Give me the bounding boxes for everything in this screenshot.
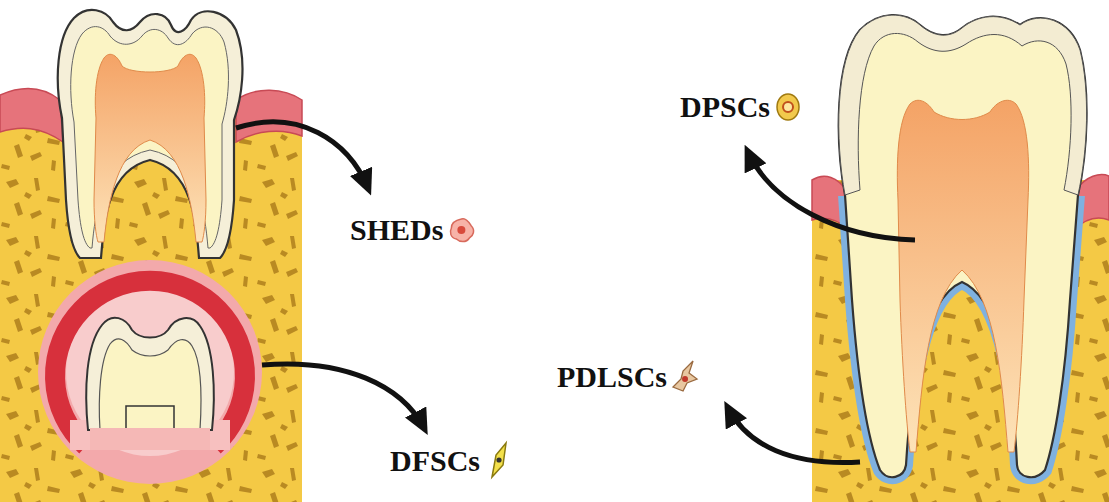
dental-pulp bbox=[897, 100, 1028, 452]
cell-label: DFSCs bbox=[390, 446, 480, 476]
left-jaw bbox=[0, 10, 302, 502]
right-jaw bbox=[812, 15, 1109, 502]
cell-label: PDLSCs bbox=[557, 362, 667, 392]
pdlsc-cell-icon bbox=[673, 361, 697, 391]
primary-pulp bbox=[94, 54, 206, 242]
cell-label: SHEDs bbox=[350, 215, 443, 245]
gum bbox=[236, 90, 302, 142]
primary-dentin bbox=[71, 27, 229, 248]
dental-follicle bbox=[38, 260, 262, 484]
dfsc-cell-icon bbox=[492, 443, 506, 477]
dpsc-cell-icon bbox=[777, 94, 799, 120]
shed-cell-icon bbox=[450, 219, 473, 242]
follicle-base bbox=[90, 428, 210, 450]
developing-crown bbox=[86, 318, 214, 430]
developing-dentin bbox=[99, 339, 201, 430]
source-arrow bbox=[728, 408, 860, 463]
source-arrow bbox=[262, 364, 424, 428]
gum bbox=[0, 89, 63, 142]
source-arrows bbox=[236, 122, 915, 463]
primary-tooth bbox=[58, 10, 243, 258]
source-arrow bbox=[748, 152, 915, 240]
permanent-tooth bbox=[839, 15, 1087, 477]
source-arrow bbox=[236, 122, 368, 188]
cell-label: DPSCs bbox=[680, 92, 770, 122]
developing-pulp bbox=[126, 406, 174, 430]
